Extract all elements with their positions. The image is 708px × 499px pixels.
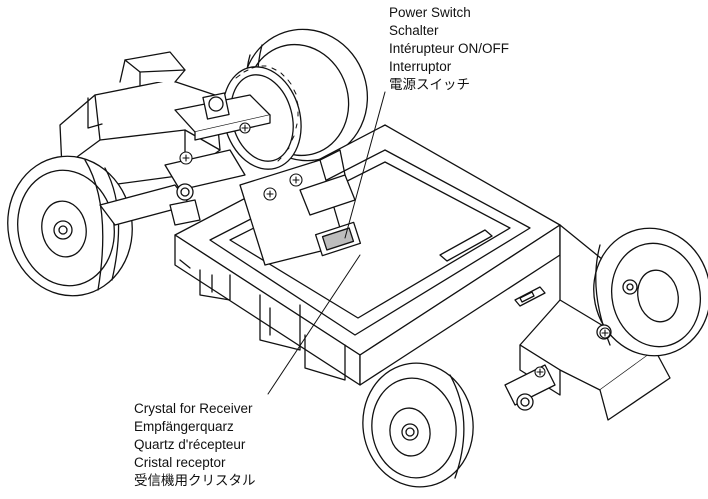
screw-4 [289,173,303,187]
crystal-label-ja: 受信機用クリスタル [134,473,256,488]
center-mount [239,149,362,266]
front-right-wheel [593,227,708,357]
crystal-label-fr: Quartz d'récepteur [134,437,246,452]
screws [179,122,611,378]
crystal-label-en: Crystal for Receiver [134,401,253,416]
screw-2 [239,122,251,134]
leader-line-power-switch [344,91,386,239]
power-switch-label-de: Schalter [389,23,439,38]
screw-3 [263,187,277,201]
power-switch-label-ja: 電源スイッチ [389,77,470,92]
power-switch-callout: Power Switch Schalter Intérupteur ON/OFF… [389,4,509,94]
crystal-label-es: Cristal receptor [134,455,226,470]
motor-mount-plate [174,92,271,141]
main-chassis [174,124,561,386]
leader-line-crystal [267,254,361,395]
power-switch-label-en: Power Switch [389,5,471,20]
power-switch-label-fr: Intérupteur ON/OFF [389,41,510,56]
power-switch-label-es: Interruptor [389,59,452,74]
crystal-label-de: Empfängerquarz [134,419,234,434]
crystal-callout: Crystal for Receiver Empfängerquarz Quar… [134,400,256,490]
screw-5 [599,327,611,339]
rear-suspension-arm [99,149,246,226]
screw-6 [534,366,546,378]
front-left-wheel [362,362,474,488]
screw-1 [179,151,193,165]
